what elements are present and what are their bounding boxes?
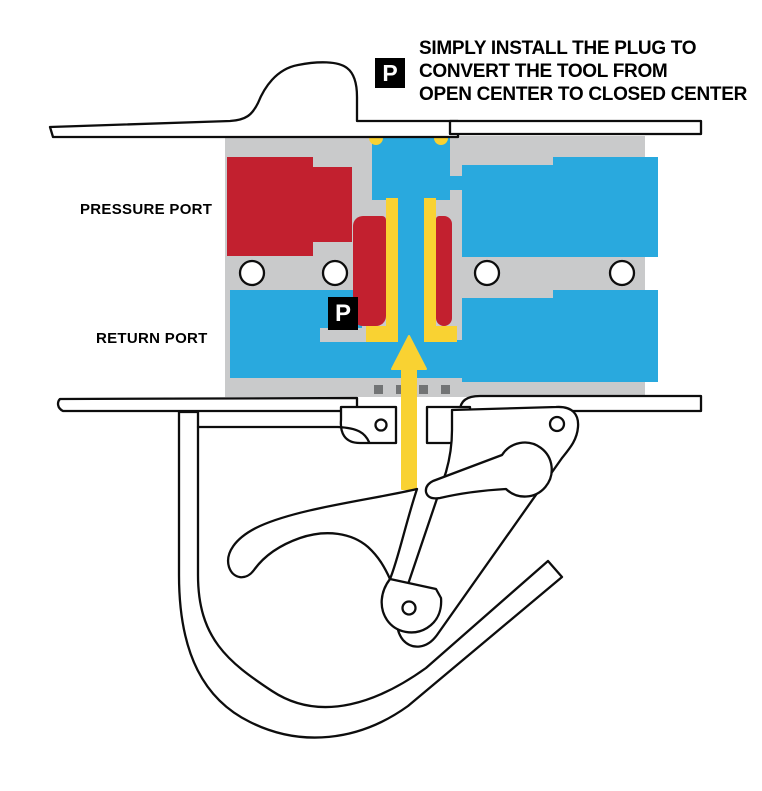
seal-block xyxy=(396,385,405,394)
return-fluid-region xyxy=(553,290,658,300)
seal-block xyxy=(419,385,428,394)
annotation-line: OPEN CENTER TO CLOSED CENTER xyxy=(419,84,748,105)
return-fluid-region xyxy=(444,176,466,190)
left-bracket xyxy=(339,405,398,445)
bottom-frame-plate xyxy=(56,396,359,413)
seal-block xyxy=(374,385,383,394)
bolt-hole xyxy=(473,259,501,287)
plug-seal xyxy=(366,326,398,342)
pressure-fluid-gallery xyxy=(353,216,386,326)
plug-seal xyxy=(386,198,398,340)
valve-body xyxy=(320,328,372,342)
linkage-hole xyxy=(548,415,566,433)
trigger-guard xyxy=(177,410,564,739)
top-handle-plate xyxy=(48,61,460,139)
bolt-hole xyxy=(238,259,266,287)
top-frame-bar xyxy=(448,119,703,136)
return-port-label: RETURN PORT xyxy=(96,330,208,347)
plug-seal xyxy=(424,326,457,342)
bracket-hole xyxy=(374,418,388,432)
seal-block xyxy=(441,385,450,394)
bolt-hole xyxy=(608,259,636,287)
return-fluid-region xyxy=(230,340,658,378)
return-fluid-region xyxy=(553,157,658,167)
plug-icon: P xyxy=(375,58,405,88)
pressure-port-label: PRESSURE PORT xyxy=(80,201,213,218)
plug-marker: P xyxy=(328,297,358,330)
annotation-text: SIMPLY INSTALL THE PLUG TO CONVERT THE T… xyxy=(419,37,762,106)
frame-inner-edge xyxy=(196,425,371,444)
pressure-fluid-region xyxy=(227,157,313,256)
pivot-hole xyxy=(401,600,417,616)
keyhole-slot xyxy=(424,441,553,500)
trigger-lever xyxy=(226,487,419,581)
pressure-fluid-gallery xyxy=(436,216,452,326)
annotation-line: SIMPLY INSTALL THE PLUG TO xyxy=(419,38,697,59)
actuator-rod-arrow xyxy=(391,335,427,490)
annotation-line: CONVERT THE TOOL FROM xyxy=(419,61,668,82)
return-fluid-region xyxy=(462,165,658,257)
plug-seal xyxy=(424,198,436,340)
pressure-fluid-region xyxy=(313,167,352,242)
spool-channel xyxy=(398,133,424,343)
bolt-hole xyxy=(321,259,349,287)
